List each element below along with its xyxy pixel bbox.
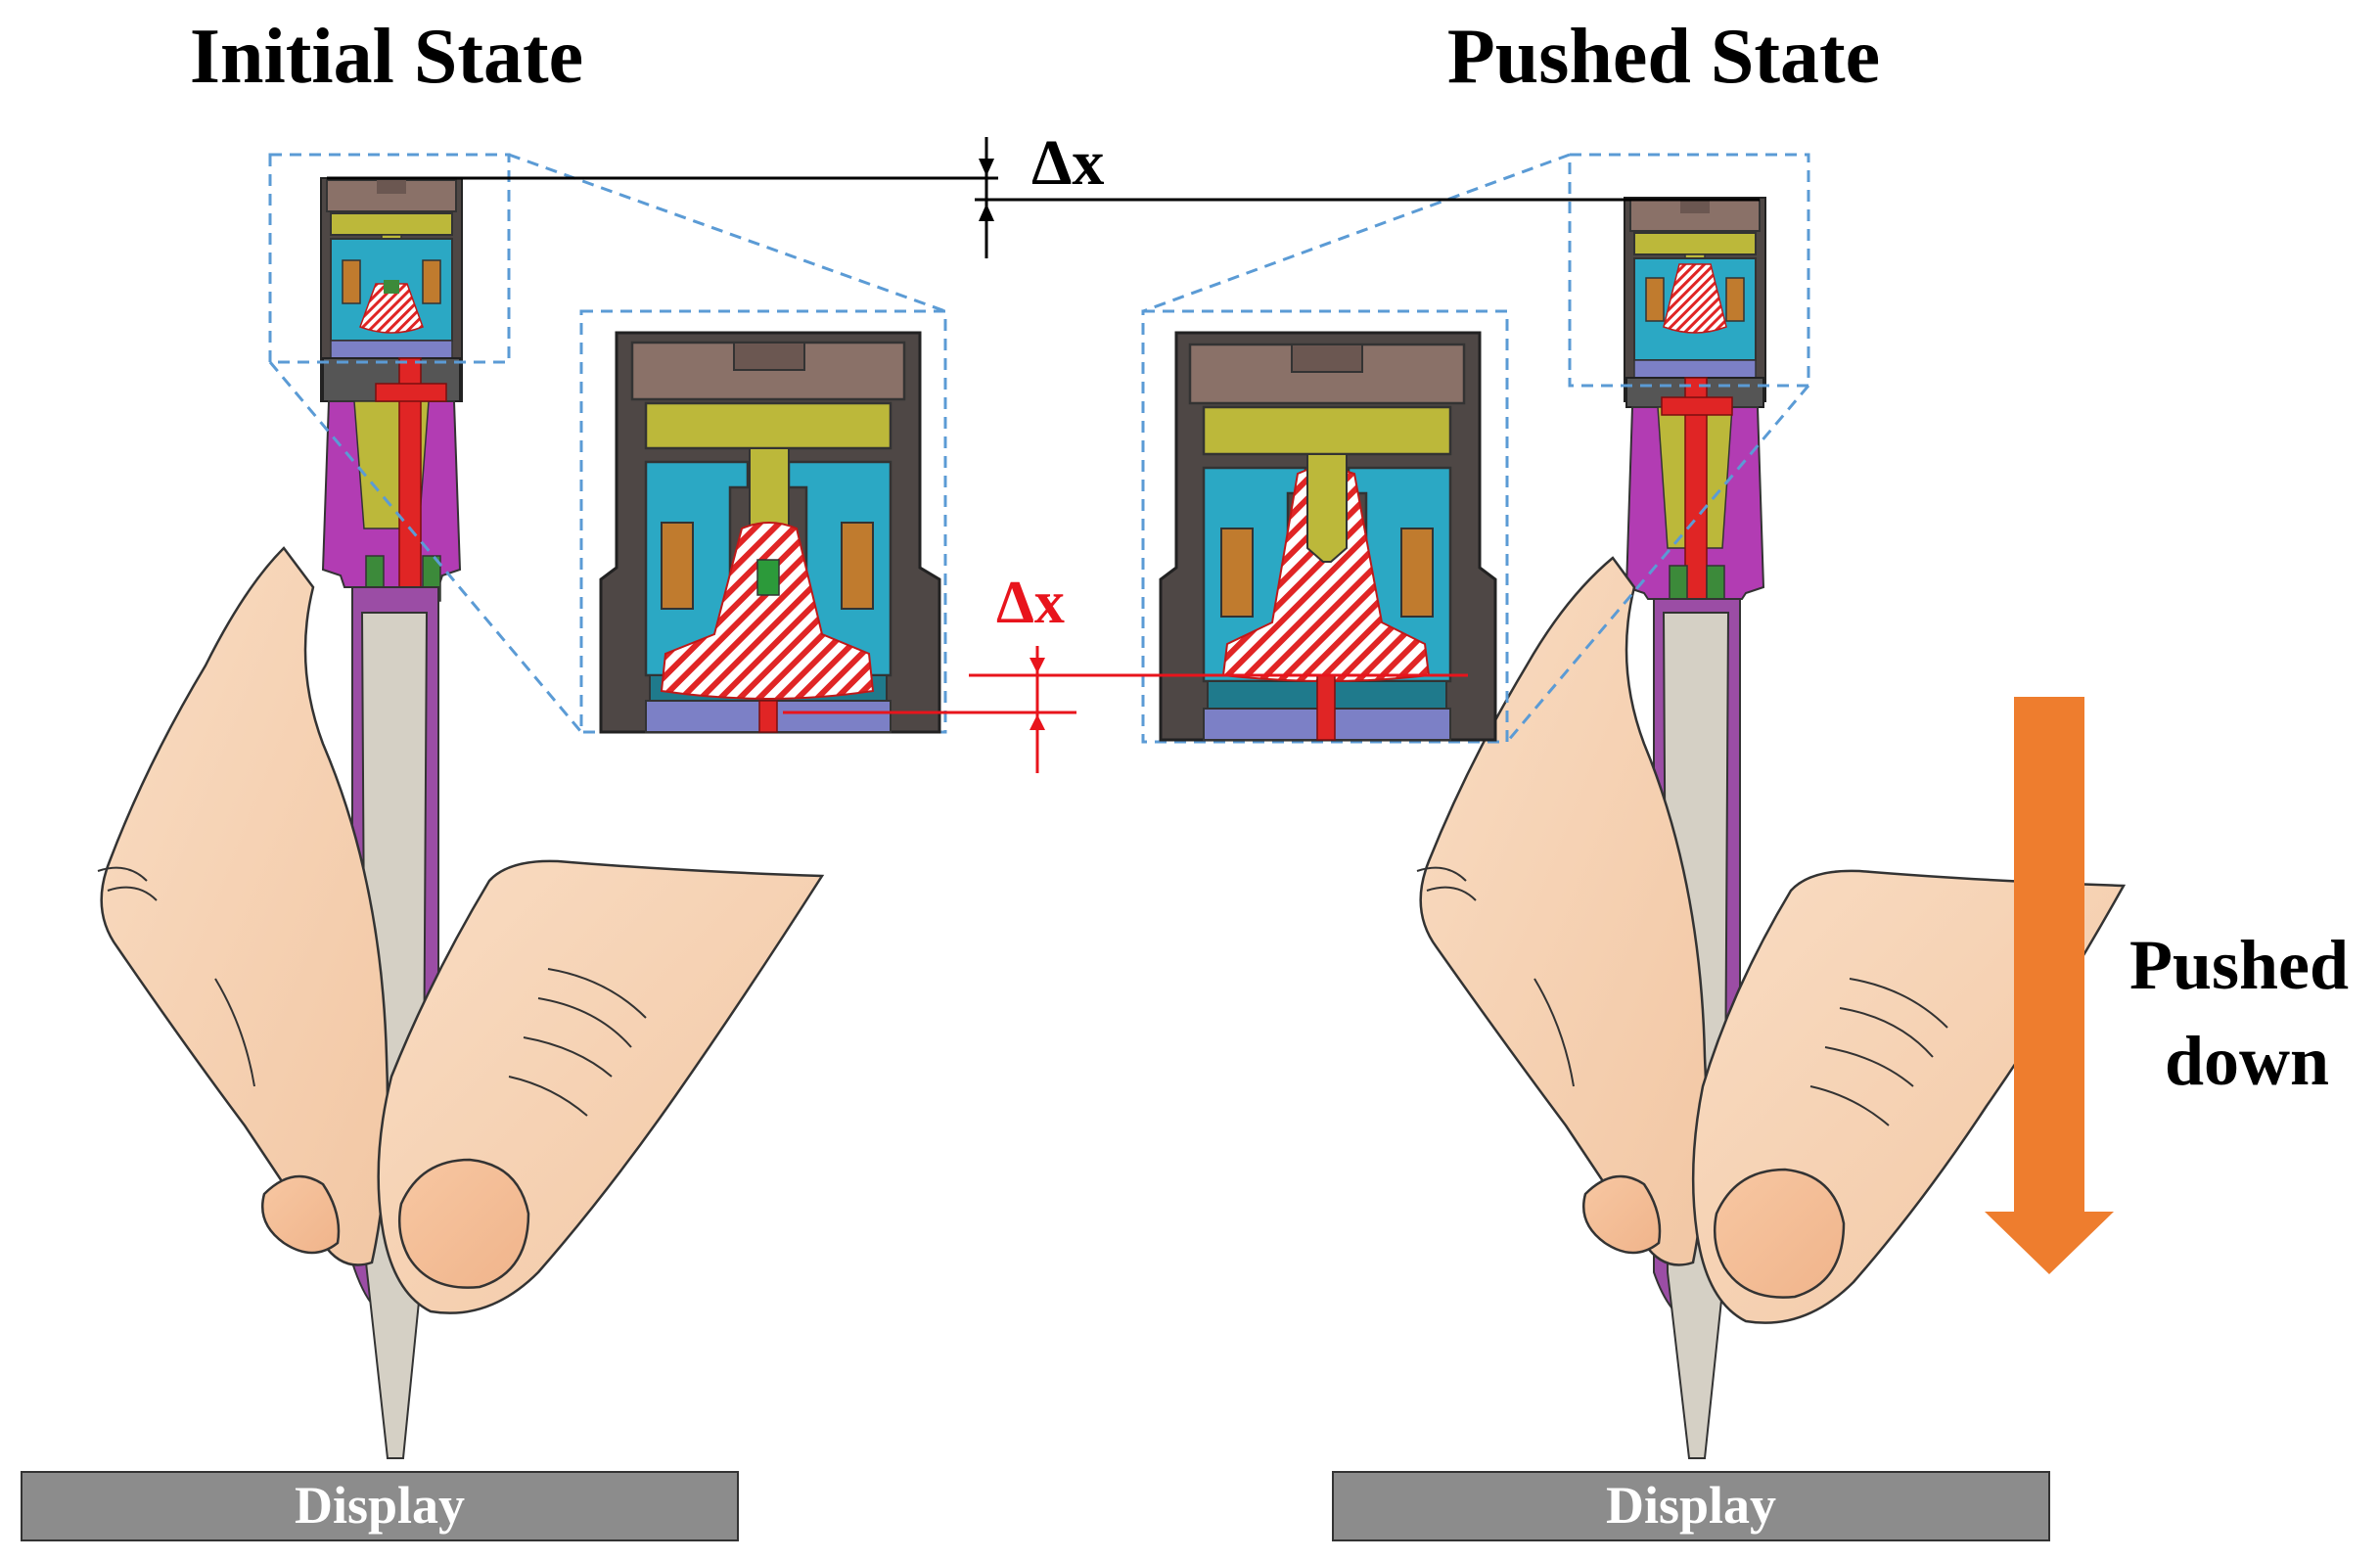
left-zoom-coil-left	[661, 522, 694, 610]
zoom-guides	[268, 153, 1810, 744]
right-zoom-source-box	[1568, 153, 1810, 388]
right-zoom-shaft	[1316, 674, 1336, 741]
left-pen-yoke	[330, 212, 453, 236]
left-pen-base	[330, 340, 453, 359]
right-zoom-coil-right	[1400, 528, 1434, 618]
pushed-label-line2: down	[2165, 1022, 2329, 1100]
left-zoom-source-box	[268, 153, 511, 364]
left-hand	[97, 546, 825, 1314]
left-hand-thumb-nail	[398, 1158, 530, 1289]
pushed-state-title: Pushed State	[1447, 14, 1880, 100]
top-delta-indicator	[327, 137, 1760, 258]
left-display: Display	[21, 1471, 739, 1541]
right-hand-index-nail	[1582, 1174, 1662, 1255]
right-pen-yoke	[1633, 232, 1757, 255]
zoom-delta-indicator	[783, 646, 1468, 773]
right-zoom-detail	[1159, 331, 1497, 742]
right-pen-plunger-head	[1663, 263, 1727, 334]
left-zoom-yoke	[644, 401, 892, 450]
right-pen-coil-right	[1725, 277, 1745, 322]
right-display: Display	[1332, 1471, 2050, 1541]
right-zoom-target-box	[1141, 309, 1509, 744]
left-zoom-plunger	[660, 522, 875, 700]
right-pen-coil-left	[1645, 277, 1665, 322]
top-delta-label: Δx	[1031, 127, 1104, 199]
left-zoom-coil-right	[841, 522, 874, 610]
left-display-bar	[21, 1471, 739, 1541]
left-zoom-shaft	[758, 700, 778, 733]
left-pen-plunger-head	[359, 283, 424, 334]
left-hand-index-finger	[100, 546, 389, 1266]
right-display-bar	[1332, 1471, 2050, 1541]
push-arrow-shape	[1985, 697, 2114, 1274]
right-display-label: Display	[1606, 1476, 1776, 1535]
left-pen-coil-right	[422, 259, 441, 304]
left-display-label: Display	[295, 1476, 465, 1535]
right-zoom-yoke	[1202, 405, 1452, 456]
right-hand-thumb-nail	[1714, 1168, 1846, 1299]
push-arrow: Pushed down	[1985, 697, 2349, 1274]
initial-state-title: Initial State	[190, 14, 583, 100]
right-zoom-coil-left	[1220, 528, 1254, 618]
right-zoom-stem	[1306, 453, 1348, 563]
right-pen-base	[1633, 359, 1757, 379]
left-hand-index-nail	[261, 1174, 341, 1255]
left-zoom-detail	[599, 331, 941, 734]
left-pen-coil-left	[342, 259, 361, 304]
zoom-delta-label: Δx	[996, 570, 1065, 636]
pushed-label-line1: Pushed	[2129, 926, 2349, 1004]
